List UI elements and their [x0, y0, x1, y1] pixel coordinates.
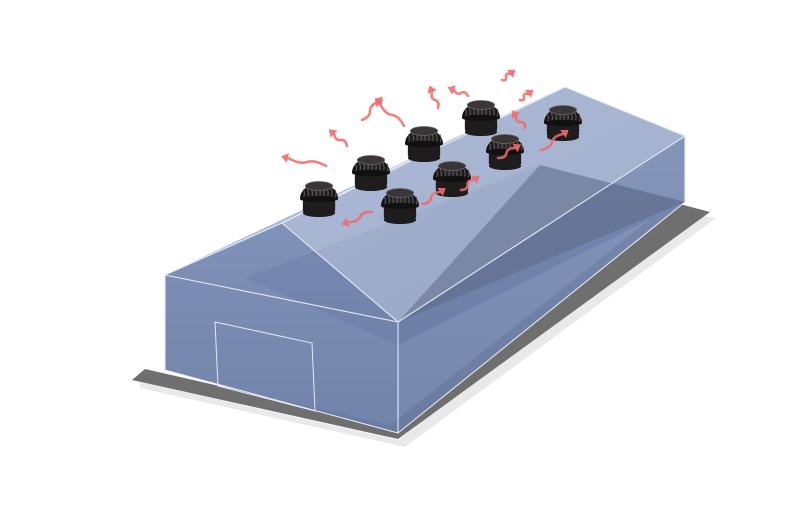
turbine-ventilator-icon — [381, 188, 419, 224]
hot-air-arrow-icon — [328, 129, 349, 148]
hot-air-arrow-icon — [447, 85, 470, 98]
ventilator-group — [300, 100, 582, 224]
turbine-ventilator-icon — [462, 100, 500, 136]
turbine-ventilator-icon — [405, 126, 443, 162]
door-outline — [214, 321, 316, 412]
hot-air-arrow-icon — [500, 69, 516, 82]
hot-air-arrow-icon — [539, 129, 569, 152]
turbine-ventilator-icon — [352, 155, 390, 191]
turbine-ventilator-icon — [544, 105, 582, 141]
interior-shadow — [398, 165, 685, 322]
turbine-ventilator-icon — [300, 181, 338, 217]
roof-back-slope — [282, 87, 685, 322]
hot-air-arrow-icon — [459, 175, 480, 192]
hot-air-arrow-icon — [511, 110, 527, 130]
hot-air-arrow-icon — [518, 89, 534, 102]
airflow-group — [281, 69, 569, 227]
turbine-ventilator-icon — [486, 134, 524, 170]
end-wall — [165, 223, 398, 433]
hot-air-arrow-icon — [496, 143, 522, 160]
hot-air-arrow-icon — [281, 153, 328, 168]
hot-air-arrow-icon — [427, 85, 440, 110]
hot-air-arrow-icon — [374, 99, 406, 128]
hot-air-arrow-icon — [420, 187, 446, 206]
hot-air-arrow-icon — [341, 210, 374, 227]
